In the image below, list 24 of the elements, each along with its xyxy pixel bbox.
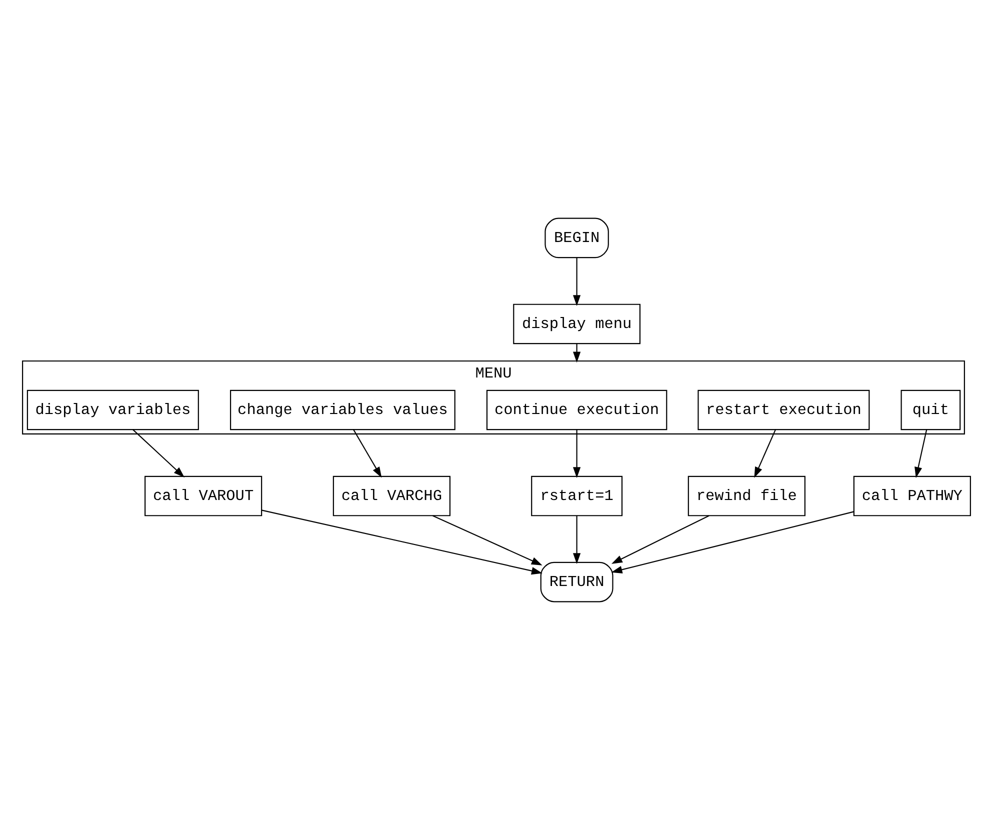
node-box: display menu bbox=[512, 304, 640, 344]
node-box: BEGIN bbox=[544, 218, 608, 258]
arrow bbox=[132, 429, 184, 478]
node-box: RETURN bbox=[540, 562, 613, 602]
node-box: rewind file bbox=[687, 476, 805, 516]
node-box: call PATHWY bbox=[852, 476, 970, 516]
arrow bbox=[432, 515, 542, 566]
arrow bbox=[914, 430, 927, 478]
node-box: quit bbox=[900, 390, 960, 430]
arrow bbox=[572, 430, 580, 478]
node-box: change variables values bbox=[230, 390, 455, 430]
node-box: continue execution bbox=[486, 390, 667, 430]
arrow bbox=[754, 429, 776, 478]
node-box: restart execution bbox=[697, 390, 870, 430]
node-box: display variables bbox=[26, 390, 198, 430]
arrow bbox=[572, 258, 580, 306]
arrow bbox=[352, 429, 382, 478]
arrow bbox=[610, 511, 854, 574]
node-box: call VAROUT bbox=[144, 476, 262, 516]
arrow bbox=[261, 510, 542, 575]
arrow bbox=[610, 515, 709, 564]
arrow bbox=[572, 516, 580, 564]
node-box: call VARCHG bbox=[332, 476, 450, 516]
node-box: rstart=1 bbox=[530, 476, 622, 516]
